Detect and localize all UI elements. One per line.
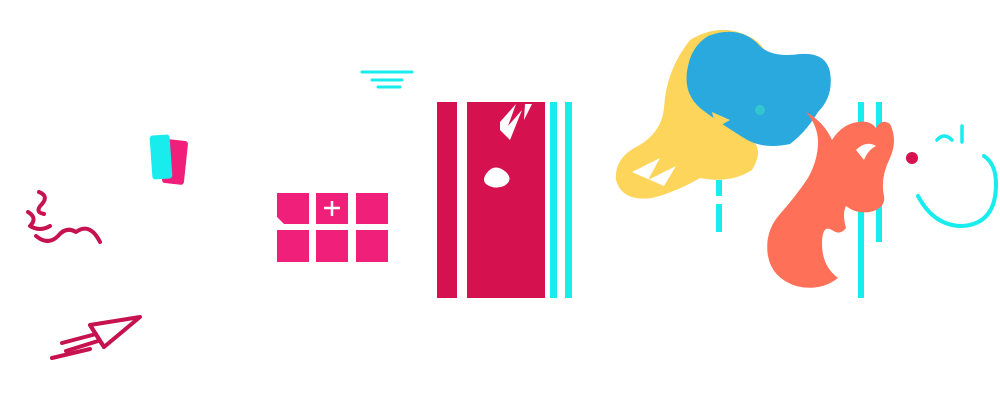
- door-icon: [437, 102, 572, 298]
- crosshair-icon: [324, 201, 340, 216]
- grid-icon: [277, 193, 388, 262]
- horizontal-lines-icon: [360, 70, 414, 89]
- smile-face-icon: [906, 124, 999, 229]
- flame-shape: [767, 102, 894, 298]
- stacked-cards-icon: [149, 134, 188, 185]
- squiggle-icon: [26, 190, 102, 244]
- blue-blob-shape: [686, 31, 831, 146]
- paper-plane-icon: [50, 315, 142, 360]
